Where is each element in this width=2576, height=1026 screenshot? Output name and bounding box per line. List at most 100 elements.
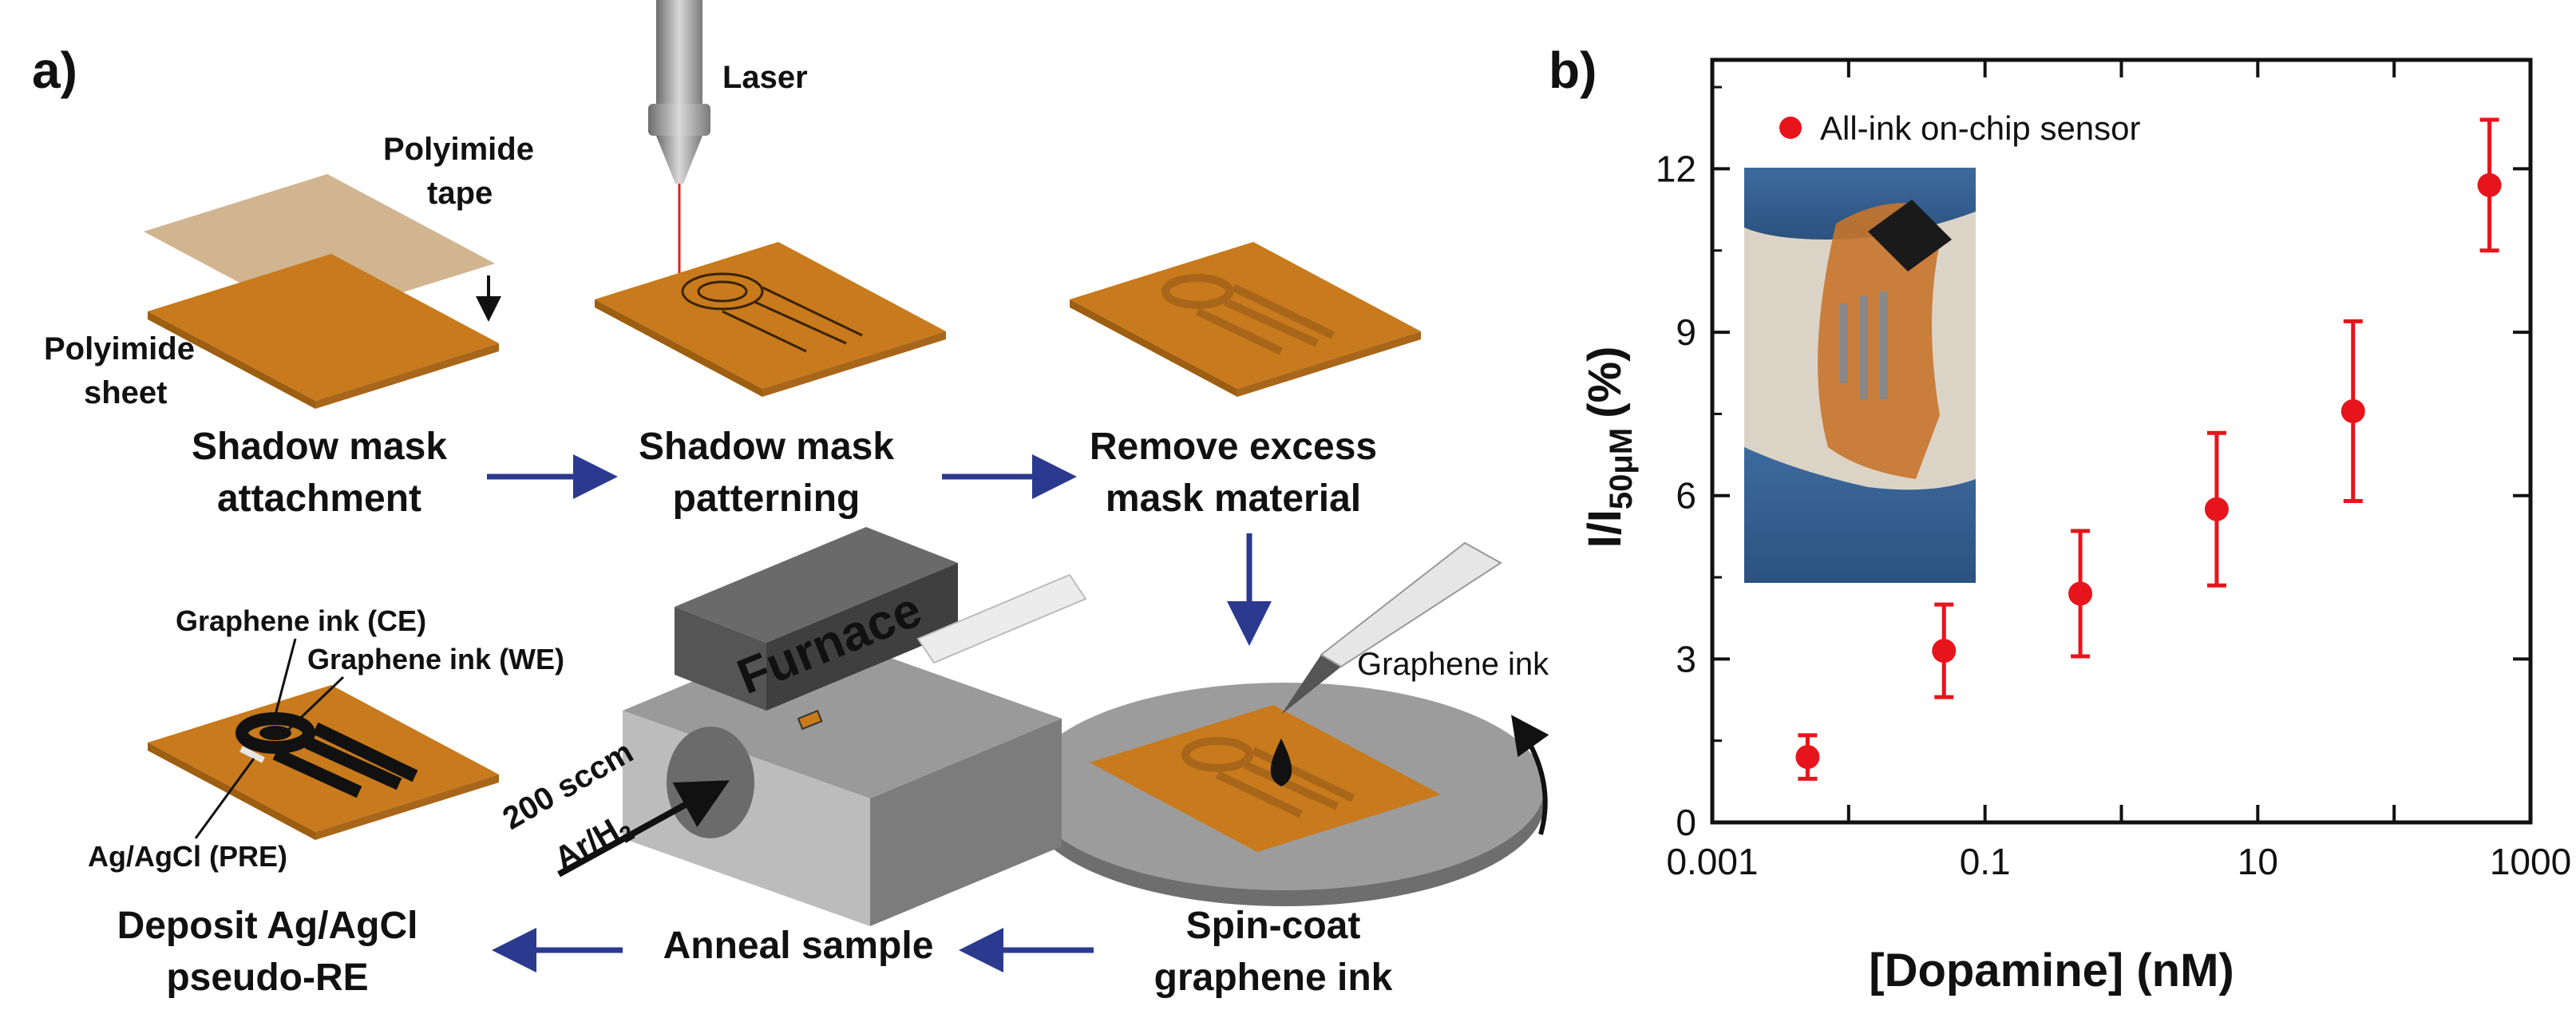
flexible-sensor <box>1818 203 1940 479</box>
furnace-sample <box>797 709 823 731</box>
plot-area: 0 3 6 9 12 0.001 0.1 10 1000 <box>1656 57 2571 882</box>
flow-gas: Ar/H <box>549 812 625 876</box>
step4-label-line1: Spin-coat <box>1186 905 1361 947</box>
step6-illustration: Graphene ink (CE) Graphene ink (WE) Ag/A… <box>88 604 564 873</box>
graphene-ink-label: Graphene ink <box>1357 647 1549 682</box>
panel-a: a) Polyimide tape Polyimide sheet Shadow… <box>32 0 1549 999</box>
step2-label-line1: Shadow mask <box>639 426 894 468</box>
ce-leader <box>274 638 297 715</box>
data-point <box>1795 745 1820 770</box>
pre-label: Ag/AgCl (PRE) <box>88 840 287 873</box>
gas-flow-arrow <box>557 780 730 877</box>
step2-label-line2: patterning <box>673 477 861 520</box>
ce-label: Graphene ink (CE) <box>176 604 426 637</box>
y-axis-label: I/I50μM (%) <box>1579 347 1639 549</box>
pre-leader <box>194 758 255 839</box>
flow-label-line1: 200 sccm <box>497 735 639 837</box>
data-point <box>2204 497 2229 521</box>
x-tick-label: 10 <box>2238 841 2278 882</box>
step4-illustration: Graphene ink <box>1020 541 1549 906</box>
pipette-tip <box>1281 655 1341 715</box>
spin-sample <box>1090 705 1441 852</box>
device-sheet <box>148 685 499 832</box>
polyimide-sheet <box>148 254 499 401</box>
patterned-sheet <box>595 242 946 389</box>
legend: All-ink on-chip sensor <box>1779 109 2141 147</box>
pre-electrode <box>239 746 265 763</box>
masked-sheet-side <box>1070 299 1237 397</box>
black-film <box>1868 200 1952 271</box>
polyimide-tape <box>144 174 495 321</box>
mask-pattern <box>1161 274 1335 355</box>
patterned-sheet-side <box>595 299 762 397</box>
data-point <box>2341 398 2365 423</box>
step1-illustration: Polyimide tape Polyimide sheet <box>44 132 534 410</box>
step5-label: Anneal sample <box>663 925 934 967</box>
rotation-arrow-right <box>1511 715 1549 835</box>
step6-label-line2: pseudo-RE <box>166 957 368 999</box>
panel-b-label: b) <box>1549 42 1597 99</box>
data-point <box>2068 581 2093 606</box>
x-tick-label: 0.001 <box>1666 841 1758 882</box>
we-label: Graphene ink (WE) <box>307 643 564 675</box>
we-leader <box>286 675 345 732</box>
x-axis-label: [Dopamine] (nM) <box>1869 945 2234 996</box>
laser-head <box>656 0 702 104</box>
furnace-lid-side <box>766 563 958 711</box>
step1-label-line1: Shadow mask <box>192 426 447 468</box>
working-electrode <box>259 726 291 740</box>
y-tick-label: 3 <box>1676 638 1696 679</box>
step6-label-line1: Deposit Ag/AgCl <box>117 905 418 947</box>
sheet-label-2: sheet <box>84 375 168 410</box>
laser-cut-outline <box>681 272 863 353</box>
laser-nozzle <box>656 136 702 184</box>
laser-collar <box>648 104 710 136</box>
panel-b: b) 0 3 6 9 12 0.001 0.1 10 1000 All-ink on-chip … <box>1549 42 2571 996</box>
legend-label: All-ink on-chip sensor <box>1820 109 2141 147</box>
step3-label-line2: mask material <box>1106 477 1361 520</box>
polyimide-sheet-side2 <box>315 343 499 409</box>
y-tick-label: 12 <box>1656 148 1696 189</box>
step2-illustration: Laser <box>595 0 946 397</box>
y-tick-label: 9 <box>1676 311 1696 353</box>
step1-label-line2: attachment <box>217 477 421 520</box>
data-point <box>2477 172 2502 197</box>
sensor-electrodes <box>1840 291 1888 399</box>
y-tick-label: 6 <box>1676 475 1696 517</box>
quartz-tube <box>916 573 1087 664</box>
electrode-pattern <box>235 712 418 798</box>
y-axis-label-unit: (%) <box>1579 347 1631 418</box>
furnace-lid-front <box>675 607 766 711</box>
device-sheet-side2 <box>315 774 499 840</box>
spin-sample-pattern <box>1181 737 1355 818</box>
furnace-bottom-right <box>870 719 1062 926</box>
y-axis-label-sub: 50μM <box>1604 428 1639 509</box>
glove-bottom <box>1744 447 1976 583</box>
masked-sheet <box>1070 242 1421 389</box>
y-axis-label-main: I/I <box>1579 509 1631 548</box>
furnace-lid-top <box>675 527 958 643</box>
inset-photo <box>1744 168 1976 583</box>
patterned-sheet-side2 <box>762 331 946 397</box>
step4-label-line2: graphene ink <box>1154 957 1393 999</box>
sheet-label-1: Polyimide <box>44 331 195 366</box>
data-point <box>1932 639 1957 664</box>
step3-illustration <box>1070 242 1421 397</box>
ink-droplet <box>1270 739 1292 786</box>
polyimide-sheet-side <box>148 311 315 409</box>
legend-marker <box>1779 117 1802 139</box>
laser-label: Laser <box>722 60 808 95</box>
pipette-body <box>1320 541 1502 668</box>
step3-label-line1: Remove excess <box>1090 426 1377 468</box>
tape-label-2: tape <box>427 176 493 211</box>
y-tick-label: 0 <box>1676 802 1696 843</box>
furnace-tube-hole <box>667 727 754 838</box>
x-tick-label: 0.1 <box>1960 841 2011 882</box>
device-sheet-side <box>148 743 315 840</box>
x-tick-label: 1000 <box>2490 841 2571 882</box>
step5-illustration: Furnace 200 sccm Ar/H2 <box>497 527 1087 926</box>
panel-a-label: a) <box>32 42 77 99</box>
masked-sheet-side2 <box>1237 331 1421 397</box>
tape-label-1: Polyimide <box>383 132 534 167</box>
